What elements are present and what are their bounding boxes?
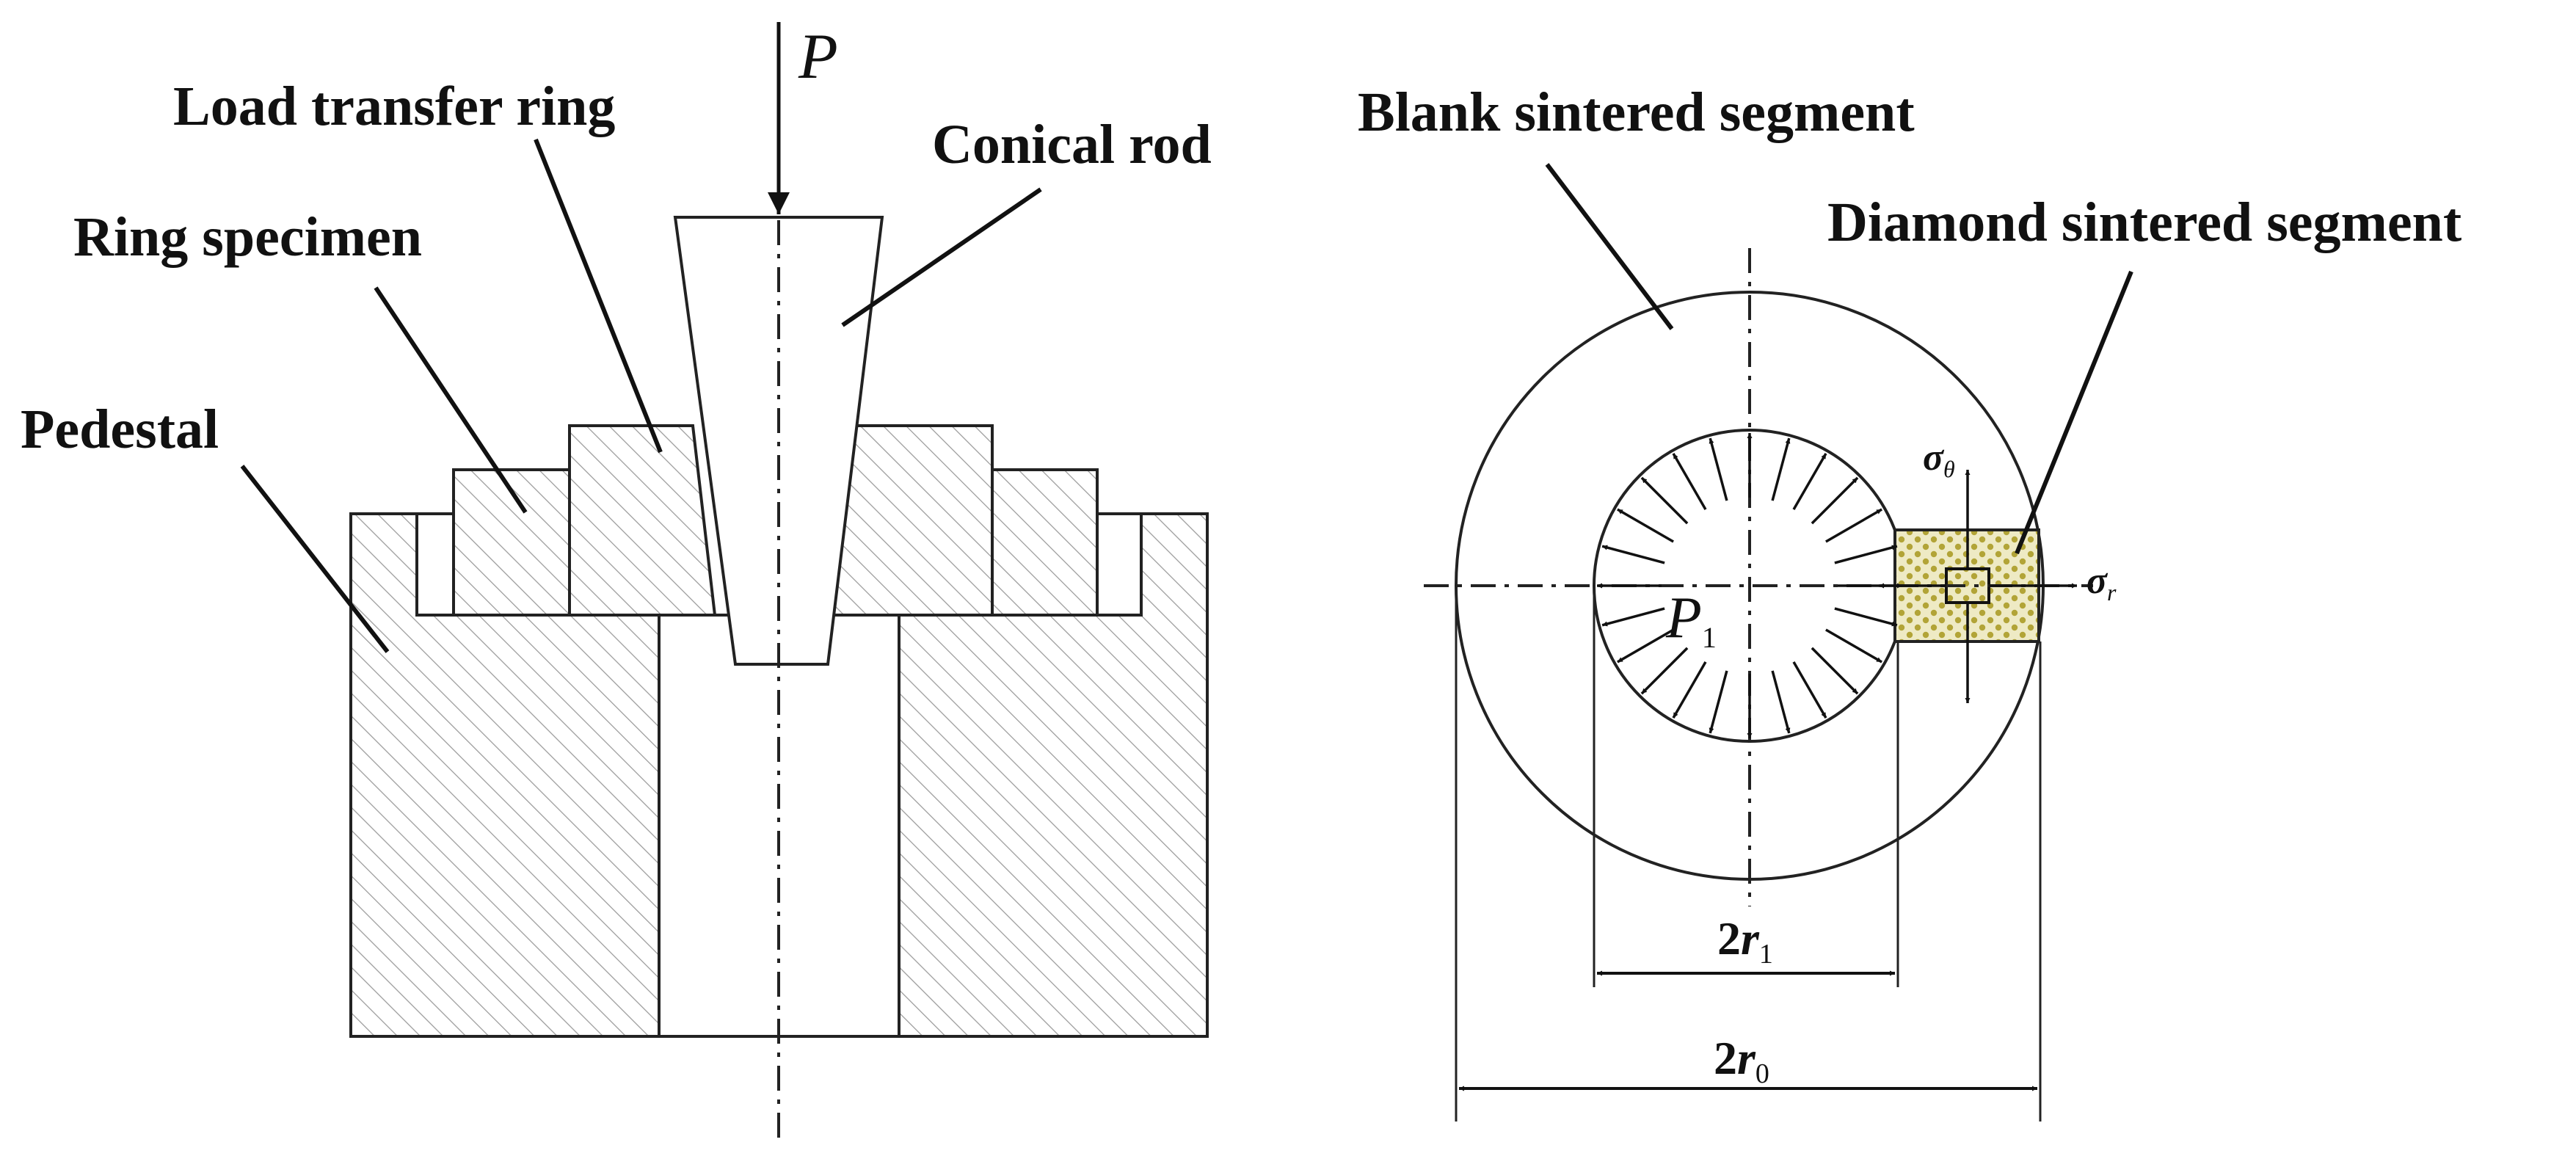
pressure-arrow — [1811, 476, 1859, 525]
pressure-arrow — [1834, 607, 1898, 627]
pressure-arrow — [1601, 607, 1665, 627]
pressure-arrow — [1709, 670, 1728, 734]
pressure-arrow — [1617, 628, 1674, 664]
right-diagram: σθ σr P1 2r1 2r0 Blank sintered segment … — [1358, 81, 2462, 1122]
leader-load-transfer-ring — [534, 138, 663, 454]
pressure-arrow — [1834, 545, 1898, 564]
pressure-arrow — [1672, 661, 1707, 719]
sigma-theta-label: σθ — [1923, 437, 1955, 482]
label-blank-sintered-segment: Blank sintered segment — [1358, 81, 1915, 143]
pressure-arrow — [1825, 628, 1882, 664]
dim-label-inner: 2r1 — [1717, 912, 1773, 970]
label-load-transfer-ring: Load transfer ring — [173, 76, 615, 137]
pressure-arrow — [1771, 670, 1791, 734]
load-label: P — [798, 21, 838, 92]
label-conical-rod: Conical rod — [932, 114, 1212, 175]
pressure-arrow — [1640, 476, 1689, 525]
leader-blank-sintered-segment — [1545, 163, 1674, 330]
left-diagram: P Load transfer ring Conical rod Ring sp… — [21, 21, 1212, 1141]
pressure-arrow — [1709, 437, 1728, 501]
pressure-arrow — [1672, 453, 1707, 510]
pressure-arrow — [1771, 437, 1791, 501]
pressure-arrow — [1617, 508, 1674, 543]
leader-pedestal — [240, 465, 390, 653]
leader-conical-rod — [841, 187, 1042, 327]
load-transfer-ring — [568, 424, 994, 617]
leader-diamond-sintered-segment — [2015, 270, 2133, 555]
leader-ring-specimen — [374, 286, 528, 514]
label-diamond-sintered-segment: Diamond sintered segment — [1827, 192, 2462, 253]
pressure-arrow — [1825, 508, 1882, 543]
pedestal-gap-left — [415, 512, 455, 617]
label-ring-specimen: Ring specimen — [73, 206, 422, 268]
pressure-arrow — [1792, 453, 1827, 510]
dim-label-outer: 2r0 — [1714, 1032, 1769, 1089]
pressure-arrows — [1597, 433, 1902, 738]
pressure-arrow — [1811, 647, 1859, 695]
sigma-r-label: σr — [2086, 560, 2117, 606]
label-pedestal: Pedestal — [21, 399, 219, 460]
pressure-label: P1 — [1665, 586, 1717, 654]
pressure-arrow — [1792, 661, 1827, 719]
pedestal-gap-right — [1096, 512, 1143, 617]
ring-specimen — [452, 468, 1099, 617]
pressure-arrow — [1640, 647, 1689, 695]
pedestal — [349, 512, 1209, 1038]
conical-rod — [673, 216, 884, 666]
pressure-arrow — [1601, 545, 1665, 564]
